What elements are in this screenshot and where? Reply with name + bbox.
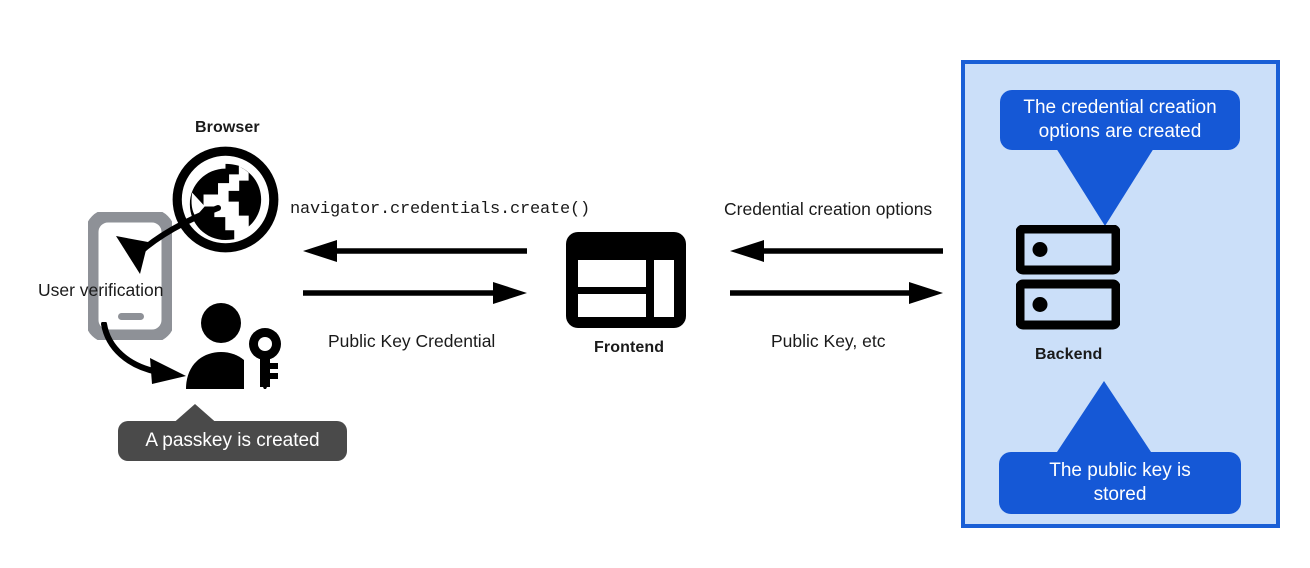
message-credential-creation-options: Credential creation options [724,199,933,219]
arrow-right-icon [303,282,527,304]
curved-arrow-to-user-icon [101,322,186,384]
tooltip-tail-passkey [170,404,220,426]
curved-arrow-icon [116,205,221,274]
dashboard-layout-icon [566,232,686,328]
callout-credential-options: The credential creation options are crea… [1000,90,1240,150]
tooltip-passkey-created: A passkey is created [118,421,347,461]
callout-public-key-stored-line1: The public key is [1049,459,1191,481]
callout-tail-public-key-stored [1055,381,1153,455]
browser-label: Browser [195,119,260,136]
user-verification-label: User verification [38,280,164,300]
backend-label: Backend [1035,346,1103,363]
arrow-left-backend-icon [730,240,943,262]
callout-credential-options-line2: options are created [1038,121,1202,142]
message-public-key-etc: Public Key, etc [771,331,886,351]
globe-icon [172,146,279,253]
message-public-key-credential: Public Key Credential [328,331,496,351]
callout-credential-options-line1: The credential creation [1023,96,1217,118]
callout-public-key-stored-line2: stored [1093,484,1147,505]
arrow-right-backend-icon [730,282,943,304]
callout-public-key-stored: The public key is stored [999,452,1241,514]
frontend-label: Frontend [594,339,665,356]
server-rack-icon [1016,225,1120,330]
arrow-left-icon [303,240,527,262]
message-navigator-create: navigator.credentials.create() [290,200,591,219]
callout-tail-credential-options [1056,148,1154,226]
mobile-phone-icon [88,212,172,340]
person-with-key-icon [186,303,281,389]
